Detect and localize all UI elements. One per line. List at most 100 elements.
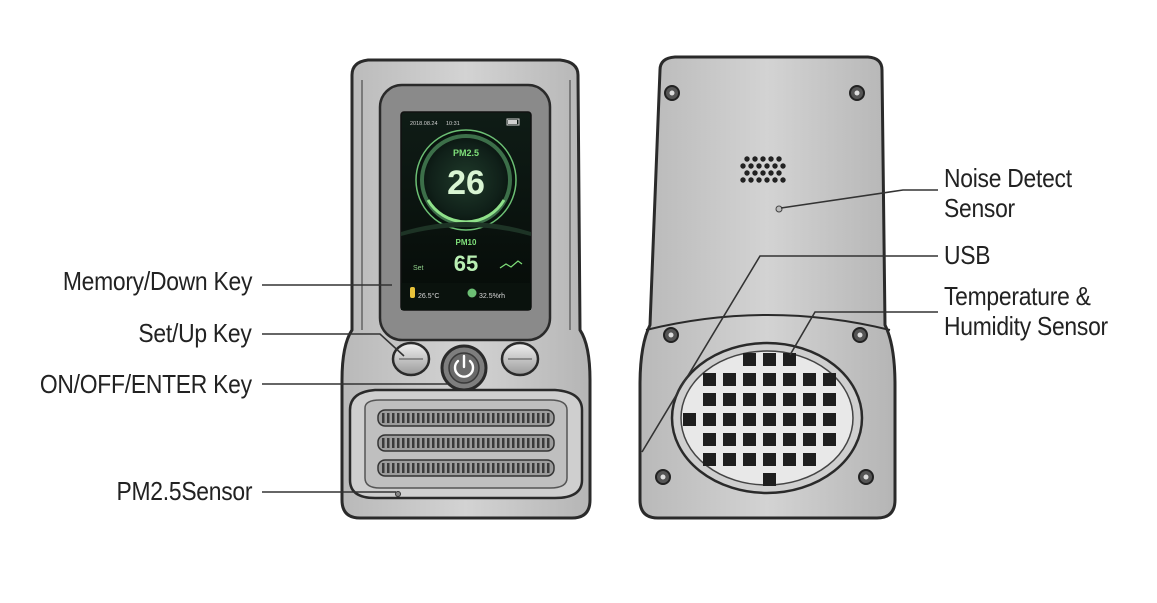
screen-temperature: 26.5°C <box>418 292 439 300</box>
mic-hole <box>752 156 758 162</box>
label-noise-detect-line2: Sensor <box>944 193 1015 223</box>
label-temperature-humidity-sensor: Temperature & Humidity Sensor <box>944 281 1108 341</box>
leader-noise <box>780 189 938 209</box>
grille-square <box>783 393 796 406</box>
grille-square <box>803 413 816 426</box>
leader-set-up <box>262 333 405 357</box>
grille-square <box>803 393 816 406</box>
grille-square <box>723 453 736 466</box>
mic-hole <box>756 177 762 183</box>
trend-icon <box>499 260 523 269</box>
front-grille <box>377 409 555 477</box>
screw-top-left <box>664 85 680 101</box>
screw-mid-left <box>663 327 679 343</box>
grille-square <box>763 473 776 486</box>
grille-square <box>803 373 816 386</box>
mic-hole <box>764 177 770 183</box>
screen-set-label: Set <box>413 265 424 272</box>
pm10-label: PM10 <box>456 238 477 247</box>
mic-hole <box>772 177 778 183</box>
mic-hole <box>768 156 774 162</box>
power-icon <box>453 354 475 378</box>
grille-square <box>743 433 756 446</box>
grille-square <box>783 453 796 466</box>
mic-hole <box>760 156 766 162</box>
grille-square <box>763 393 776 406</box>
label-memory-down-key: Memory/Down Key <box>62 266 253 296</box>
mic-hole <box>776 170 782 176</box>
noise-sensor-holes <box>740 156 786 183</box>
pm25-value: 26 <box>447 164 485 202</box>
screw-top-right <box>849 85 865 101</box>
grille-square <box>743 353 756 366</box>
grille-square <box>723 393 736 406</box>
humidity-icon <box>467 288 477 298</box>
mic-hole <box>740 177 746 183</box>
grille-square <box>703 453 716 466</box>
grille-square <box>723 373 736 386</box>
grille-square <box>703 393 716 406</box>
noise-detect-sensor-port <box>775 205 783 213</box>
mic-hole <box>764 163 770 169</box>
grille-square <box>763 453 776 466</box>
label-usb: USB <box>944 240 991 270</box>
screen-time: 10:31 <box>446 121 460 127</box>
grille-square <box>783 353 796 366</box>
mic-hole <box>740 163 746 169</box>
grille-square <box>823 433 836 446</box>
label-noise-detect-line1: Noise Detect <box>944 163 1072 193</box>
grille-square <box>743 413 756 426</box>
label-set-up-key: Set/Up Key <box>138 318 252 348</box>
thermometer-icon <box>410 287 415 298</box>
pm25-gauge <box>415 129 517 231</box>
grille-square <box>683 413 696 426</box>
grille-square <box>823 393 836 406</box>
grille-square <box>743 453 756 466</box>
mic-hole <box>756 163 762 169</box>
grille-square <box>763 433 776 446</box>
label-temp-hum-line1: Temperature & <box>944 281 1091 311</box>
label-on-off-enter-key: ON/OFF/ENTER Key <box>40 369 252 399</box>
grille-square <box>763 413 776 426</box>
screen-date: 2018.08.24 <box>410 121 438 127</box>
mic-hole <box>748 177 754 183</box>
screw-mid-right <box>852 327 868 343</box>
mic-hole <box>780 163 786 169</box>
mic-hole <box>744 170 750 176</box>
grille-square <box>823 413 836 426</box>
grille-square <box>703 373 716 386</box>
leader-lines <box>262 189 938 493</box>
grille-square <box>783 413 796 426</box>
screen-humidity: 32.5%rh <box>479 293 505 300</box>
mic-hole <box>776 156 782 162</box>
grille-square <box>743 373 756 386</box>
pm10-value: 65 <box>454 251 478 276</box>
grille-square <box>783 373 796 386</box>
mic-hole <box>772 163 778 169</box>
label-pm25-sensor: PM2.5Sensor <box>116 476 252 506</box>
mic-hole <box>768 170 774 176</box>
mic-hole <box>744 156 750 162</box>
back-device <box>638 55 897 520</box>
grille-square <box>803 433 816 446</box>
grille-square <box>743 393 756 406</box>
grille-square <box>803 453 816 466</box>
grille-square <box>723 413 736 426</box>
battery-icon <box>506 118 520 126</box>
pm25-sensor-port <box>395 491 401 497</box>
leader-usb <box>641 255 938 453</box>
mic-hole <box>748 163 754 169</box>
grille-square <box>703 433 716 446</box>
grille-square <box>783 433 796 446</box>
label-noise-detect-sensor: Noise Detect Sensor <box>944 163 1072 223</box>
grille-square <box>723 433 736 446</box>
grille-square <box>763 373 776 386</box>
mic-hole <box>780 177 786 183</box>
grille-square <box>763 353 776 366</box>
screw-bottom-right <box>858 469 874 485</box>
pm25-label: PM2.5 <box>453 148 479 158</box>
grille-square <box>703 413 716 426</box>
screw-bottom-left <box>655 469 671 485</box>
